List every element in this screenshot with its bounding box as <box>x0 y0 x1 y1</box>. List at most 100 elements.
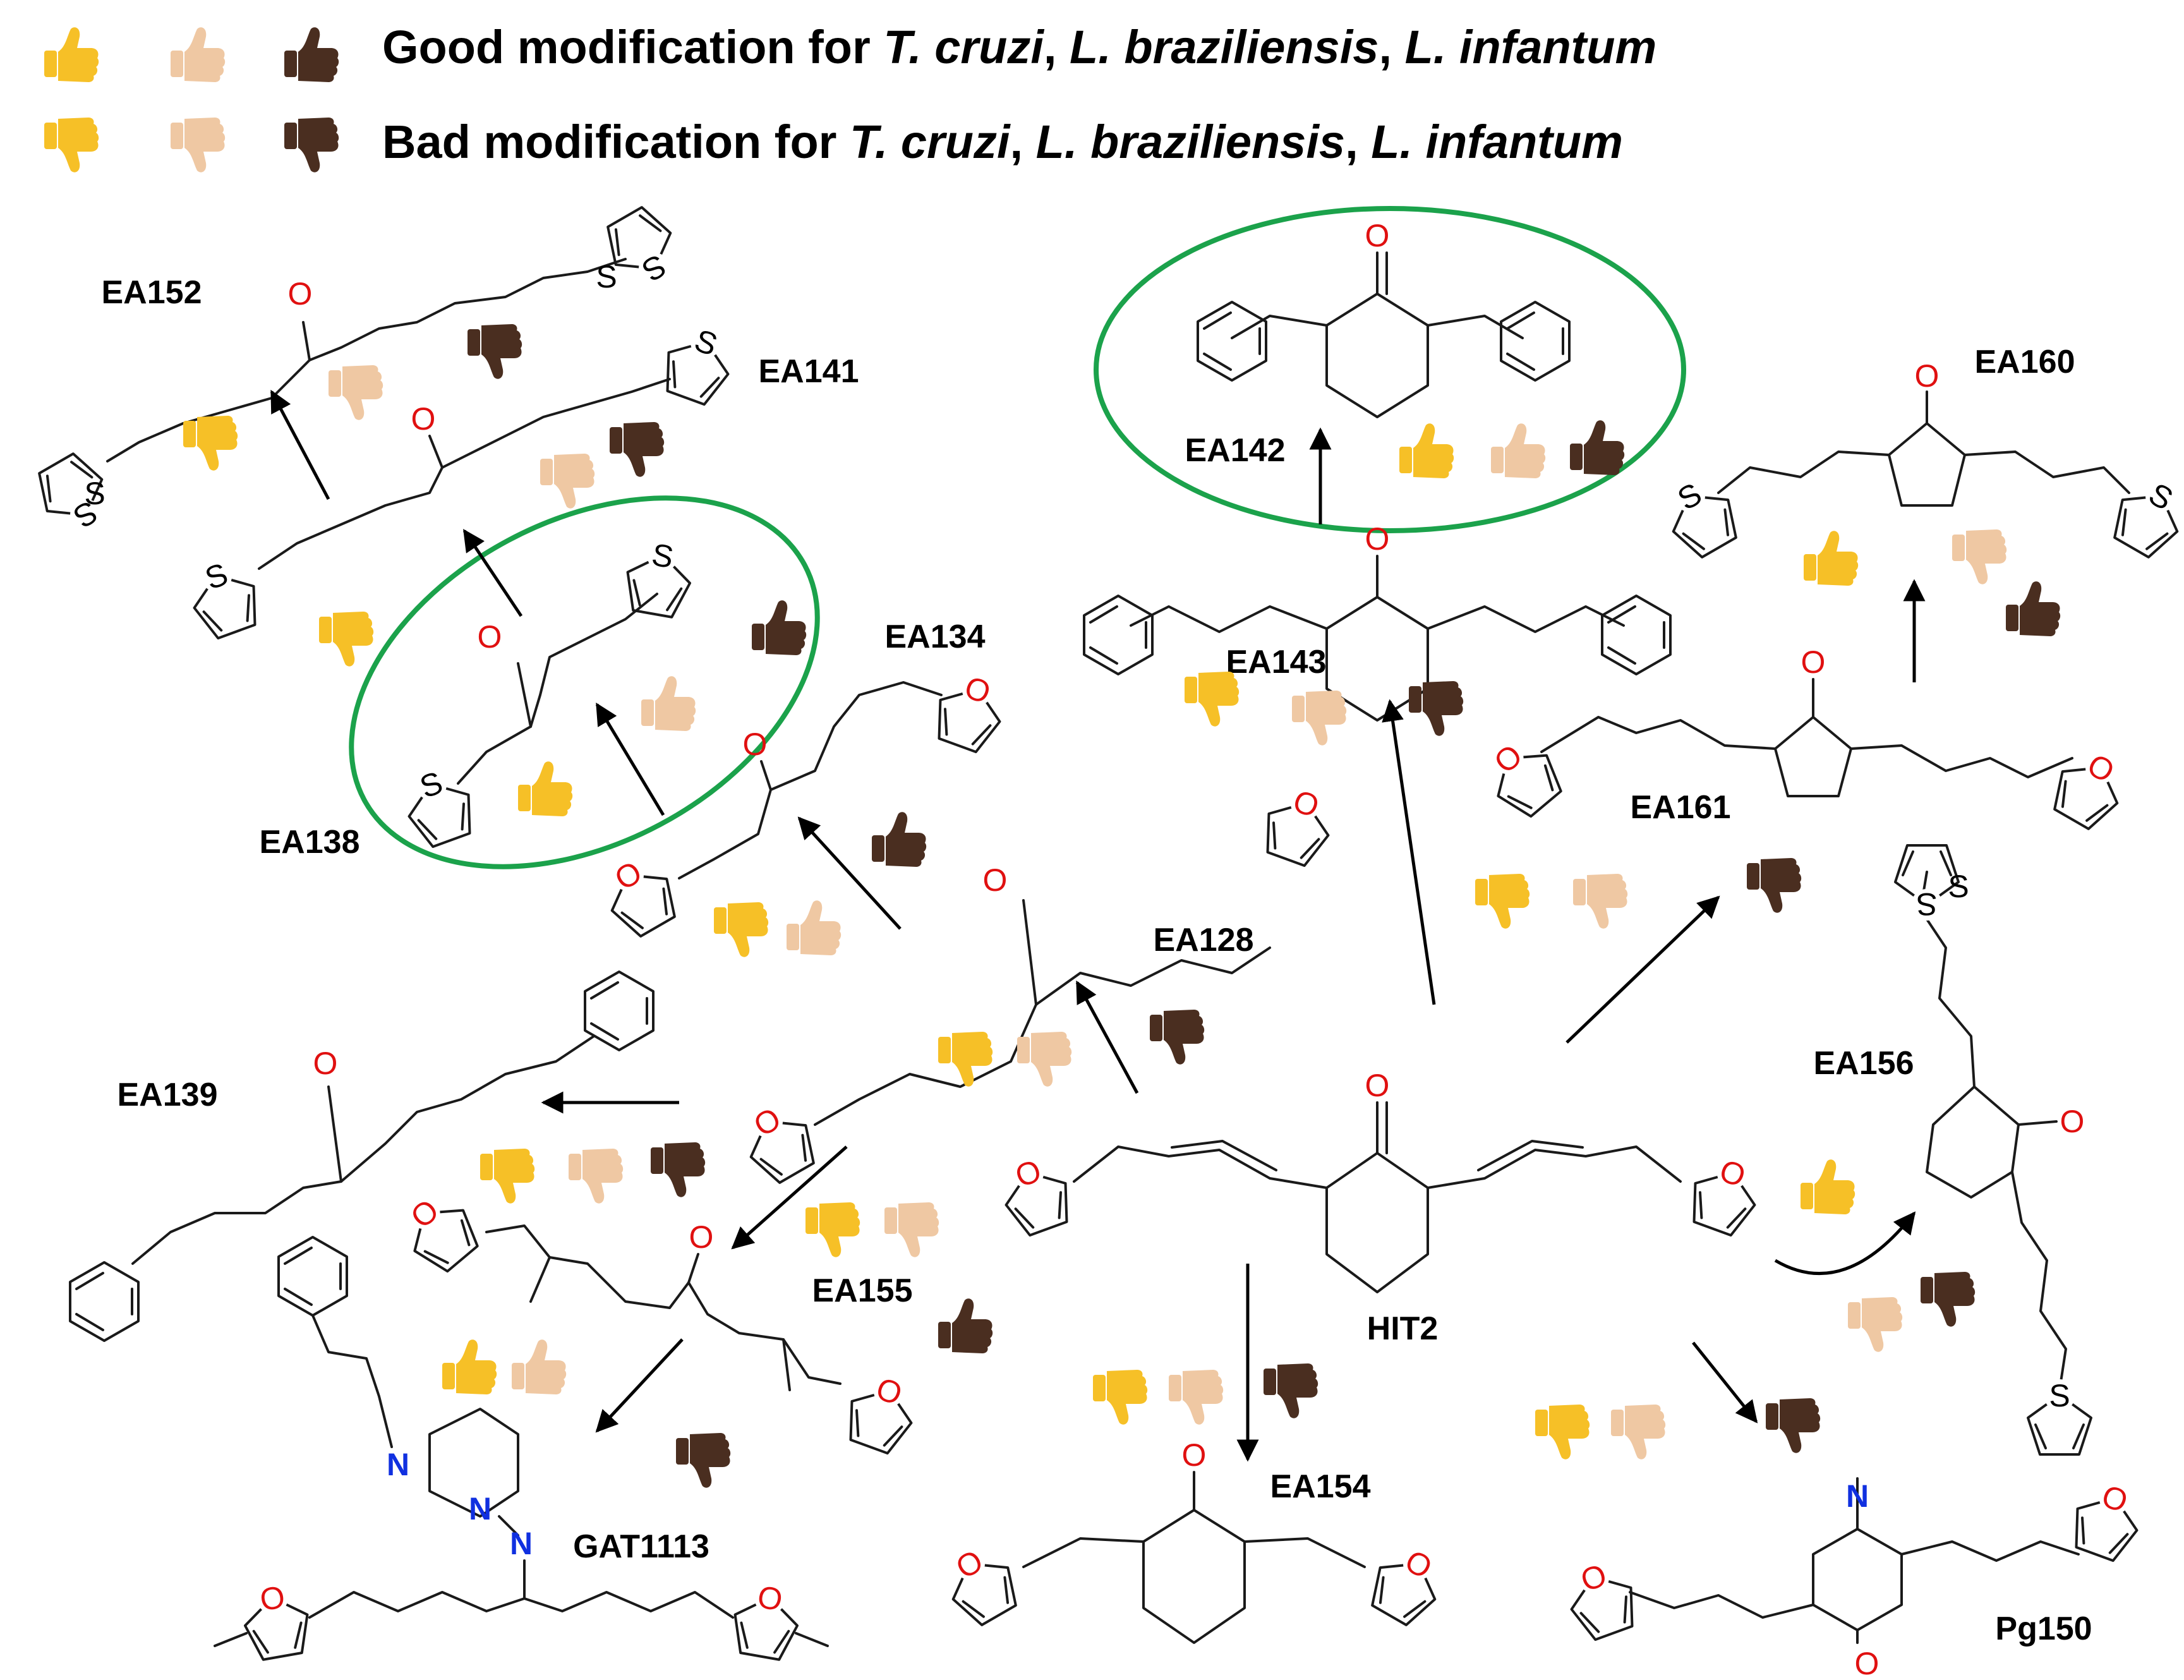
molecule-ea134: O EA134 <box>592 619 1013 942</box>
label-ea161: EA161 <box>1631 789 1731 826</box>
atom-nitrogen: N <box>387 1447 409 1482</box>
highlight-ellipse-ea142 <box>1094 206 1686 533</box>
thumb-down-icon <box>1535 1405 1590 1459</box>
thumb-up-icon <box>512 1339 567 1394</box>
thumb-down-icon <box>884 1202 939 1257</box>
thumb-down-icon <box>714 902 769 957</box>
thumb-down-icon <box>1573 874 1628 929</box>
thumb-down-icon <box>1747 858 1802 913</box>
legend: Good modification for T. cruzi, L. brazi… <box>44 21 1656 172</box>
thumb-down-icon <box>1169 1370 1224 1425</box>
thumb-up-icon <box>1801 1159 1855 1214</box>
thumb-up-icon <box>1570 420 1625 475</box>
thumb-down-icon <box>651 1142 706 1197</box>
atom-oxygen: O <box>1365 521 1390 557</box>
thumb-down-icon <box>540 454 595 509</box>
thumb-down-icon <box>1264 1363 1318 1418</box>
molecule-ea142: O EA142 <box>1185 218 1571 469</box>
thumb-down-icon <box>44 118 99 172</box>
thumb-up-icon <box>641 676 696 731</box>
label-ea155: EA155 <box>812 1272 913 1309</box>
molecule-ea160: O EA160 <box>1653 344 2184 563</box>
thumb-down-icon <box>1292 691 1347 746</box>
atom-oxygen: O <box>1365 218 1390 253</box>
thumb-down-icon <box>1185 672 1240 727</box>
thumb-down-icon <box>569 1149 624 1204</box>
thumb-down-icon <box>468 324 522 379</box>
thumb-down-icon <box>1848 1297 1903 1352</box>
atom-oxygen: O <box>1365 1068 1390 1103</box>
atom-oxygen: O <box>478 619 502 655</box>
molecule-hit2: O HIT2 <box>992 1068 1768 1347</box>
atom-oxygen: O <box>689 1219 714 1255</box>
thumb-down-icon <box>480 1149 535 1204</box>
activity-thumbs <box>183 324 2061 1488</box>
atom-sulfur: S <box>596 259 617 294</box>
thumb-up-icon <box>44 27 99 82</box>
molecule-gat1113: N N N GAT1113 <box>214 1236 829 1662</box>
legend-good-text: Good modification for T. cruzi, L. brazi… <box>382 21 1656 73</box>
thumb-down-icon <box>805 1202 860 1257</box>
molecule-ea155: O EA155 <box>389 1180 925 1457</box>
thumb-down-icon <box>938 1032 993 1087</box>
label-ea138: EA138 <box>260 824 360 861</box>
thumb-down-icon <box>1150 1010 1205 1065</box>
thumb-down-icon <box>183 416 238 471</box>
label-ea152: EA152 <box>102 274 202 311</box>
thumb-down-icon <box>171 118 226 172</box>
legend-good-icons <box>44 27 339 82</box>
thumb-up-icon <box>2006 581 2061 636</box>
label-ea134: EA134 <box>885 619 986 655</box>
molecule-ea138: O EA138 <box>260 533 697 861</box>
molecule-ea143: O EA143 <box>1083 521 1672 722</box>
label-ea128: EA128 <box>1154 922 1254 958</box>
thumb-up-icon <box>872 812 927 867</box>
atom-sulfur: S <box>84 476 105 511</box>
highlight-ellipse-ea138 <box>349 495 820 869</box>
atom-oxygen: O <box>1855 1646 1879 1680</box>
atom-oxygen: O <box>1801 644 1826 680</box>
thumb-down-icon <box>610 422 665 477</box>
atom-nitrogen: N <box>1846 1478 1869 1514</box>
atom-oxygen: O <box>743 727 768 762</box>
legend-bad-icons <box>44 118 339 172</box>
thumb-down-icon <box>676 1433 731 1488</box>
thumb-up-icon <box>518 761 573 816</box>
atom-sulfur: S <box>1948 869 1969 904</box>
thumb-down-icon <box>319 612 374 667</box>
atom-oxygen: O <box>313 1046 338 1081</box>
molecule-ea141: O EA141 <box>181 315 859 643</box>
thumb-down-icon <box>1017 1032 1072 1087</box>
thumb-up-icon <box>787 900 842 955</box>
label-ea154: EA154 <box>1270 1468 1371 1505</box>
molecule-ea156: O S EA156 <box>1814 845 2092 1454</box>
thumb-down-icon <box>1409 681 1464 736</box>
thumb-down-icon <box>1611 1405 1666 1459</box>
thumb-up-icon <box>1804 531 1859 586</box>
thumb-down-icon <box>1093 1370 1148 1425</box>
legend-bad-text: Bad modification for T. cruzi, L. brazil… <box>382 116 1623 168</box>
label-pg150: Pg150 <box>1995 1611 2092 1647</box>
label-ea139: EA139 <box>118 1077 218 1113</box>
atom-oxygen: O <box>1915 358 1940 394</box>
thumb-down-icon <box>284 118 339 172</box>
label-ea160: EA160 <box>1975 344 2075 380</box>
molecule-pg150: N O Pg150 <box>1558 1472 2151 1680</box>
thumb-up-icon <box>442 1339 497 1394</box>
atom-oxygen: O <box>983 862 1008 898</box>
thumb-down-icon <box>1766 1398 1821 1453</box>
label-ea143: EA143 <box>1226 644 1327 680</box>
thumb-down-icon <box>1475 874 1530 929</box>
thumb-up-icon <box>284 27 339 82</box>
thumb-up-icon <box>938 1298 993 1353</box>
label-ea141: EA141 <box>759 353 859 390</box>
thumb-down-icon <box>1952 529 2007 584</box>
thumb-down-icon <box>1921 1272 1976 1327</box>
label-ea142: EA142 <box>1185 432 1286 469</box>
molecule-ea139: O EA139 <box>69 970 655 1342</box>
label-ea156: EA156 <box>1814 1045 1914 1082</box>
thumb-up-icon <box>171 27 226 82</box>
atom-nitrogen: N <box>510 1526 533 1561</box>
label-gat1113: GAT1113 <box>573 1528 709 1565</box>
